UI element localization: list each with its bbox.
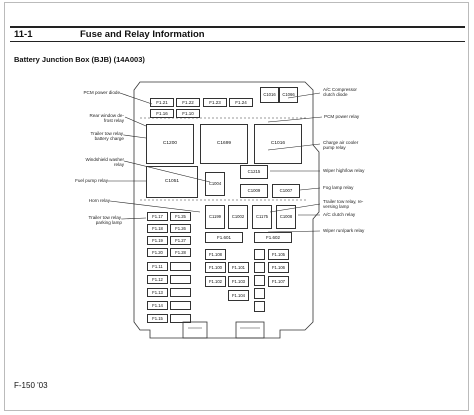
relay-c1016: C1016 [254,124,302,164]
relay-c1008: C1008 [276,205,296,229]
fuse-slot [170,301,191,310]
label-wiper-run-park: Wiper run/park relay [323,228,365,233]
fuse-f1-103: F1.103 [228,276,249,287]
fuse-slot [170,262,191,271]
relay-c1009: C1009 [240,184,268,198]
page-frame [4,2,469,411]
section-number: 11-1 [14,29,33,40]
fuse-f1-13: F1.13 [147,288,168,297]
fuse-slot [170,275,191,284]
fuse-f1-24: F1.24 [229,98,253,107]
diode-c1016: C1016 [260,87,279,103]
fuse-f1-108: F1.108 [205,249,226,260]
relay-c1007: C1007 [272,184,300,198]
bottom-tab-right [235,321,265,339]
label-rear-window-defrost: Rear window de- frost relay [89,113,124,124]
label-trailer-tow-battery: Trailer tow relay, battery charge [90,131,124,142]
header-top-rule [10,26,465,28]
fuse-slot [254,288,265,299]
relay-c1699: C1699 [200,124,248,164]
fuse-f1-27: F1.27 [170,236,191,245]
relay-c1215: C1215 [240,165,268,179]
fuse-f1-11: F1.11 [147,262,168,271]
fuse-f1-101: F1.101 [228,262,249,273]
fuse-f1-28: F1.28 [170,248,191,257]
relay-c1175: C1175 [252,205,272,229]
fuse-slot [254,262,265,273]
label-trailer-tow-reversing: Trailer tow relay, re- versing lamp [323,199,364,210]
relay-c1051: C1051 [146,166,198,198]
label-wiper-high-low: Wiper high/low relay [323,168,365,173]
diode-c1066: C1066 [279,87,298,103]
fuse-slot [254,275,265,286]
fuse-slot [254,249,265,260]
fuse-f1-106: F1.106 [268,262,289,273]
fuse-f1-15: F1.15 [147,314,168,323]
fuse-f1-23: F1.23 [203,98,227,107]
section-title: Fuse and Relay Information [80,29,205,40]
fuse-f1-10: F1.10 [176,109,200,118]
relay-c1200: C1200 [146,124,194,164]
label-windshield-washer: Windshield washer relay [85,157,124,168]
fuse-f1-107: F1.107 [268,276,289,287]
label-ac-compressor-diode: A/C Compressor clutch diode [323,87,357,98]
fuse-f1-18: F1.18 [147,224,168,233]
label-charge-air-cooler: Charge air cooler pump relay [323,140,359,151]
fuse-f1-602: F1.602 [254,232,292,243]
box-outline [133,81,320,339]
header-bottom-rule [10,41,465,42]
fuse-slot [170,288,191,297]
label-trailer-tow-parking: Trailer tow relay, parking lamp [88,215,122,226]
fuse-f1-25: F1.25 [170,212,191,221]
fuse-f1-12: F1.12 [147,275,168,284]
fuse-f1-100: F1.100 [205,262,226,273]
fuse-slot [170,314,191,323]
fuse-f1-105: F1.105 [268,249,289,260]
label-pcm-power-diode: PCM power diode [83,90,120,95]
label-pcm-power-relay: PCM power relay [324,114,360,119]
fuse-f1-104: F1.104 [228,290,249,301]
bottom-tab-left [182,321,208,339]
fuse-f1-601: F1.601 [205,232,243,243]
fuse-f1-19: F1.19 [147,236,168,245]
fuse-slot [254,301,265,312]
fuse-f1-22: F1.22 [176,98,200,107]
fuse-f1-14: F1.14 [147,301,168,310]
relay-c1002: C1002 [228,205,248,229]
page-footer: F-150 '03 [14,381,48,390]
label-fog-lamp: Fog lamp relay [323,185,354,190]
fuse-f1-16: F1.16 [150,109,174,118]
fuse-f1-20: F1.20 [147,248,168,257]
fuse-f1-21: F1.21 [150,98,174,107]
relay-c1199: C1199 [205,205,225,229]
diagram-subtitle: Battery Junction Box (BJB) (14A003) [14,55,145,64]
relay-c1004: C1004 [205,172,225,196]
fuse-f1-102: F1.102 [205,276,226,287]
fuse-f1-26: F1.26 [170,224,191,233]
label-fuel-pump: Fuel pump relay [75,178,108,183]
label-horn: Horn relay [88,198,110,203]
label-ac-clutch: A/C clutch relay [323,212,356,217]
fuse-f1-17: F1.17 [147,212,168,221]
